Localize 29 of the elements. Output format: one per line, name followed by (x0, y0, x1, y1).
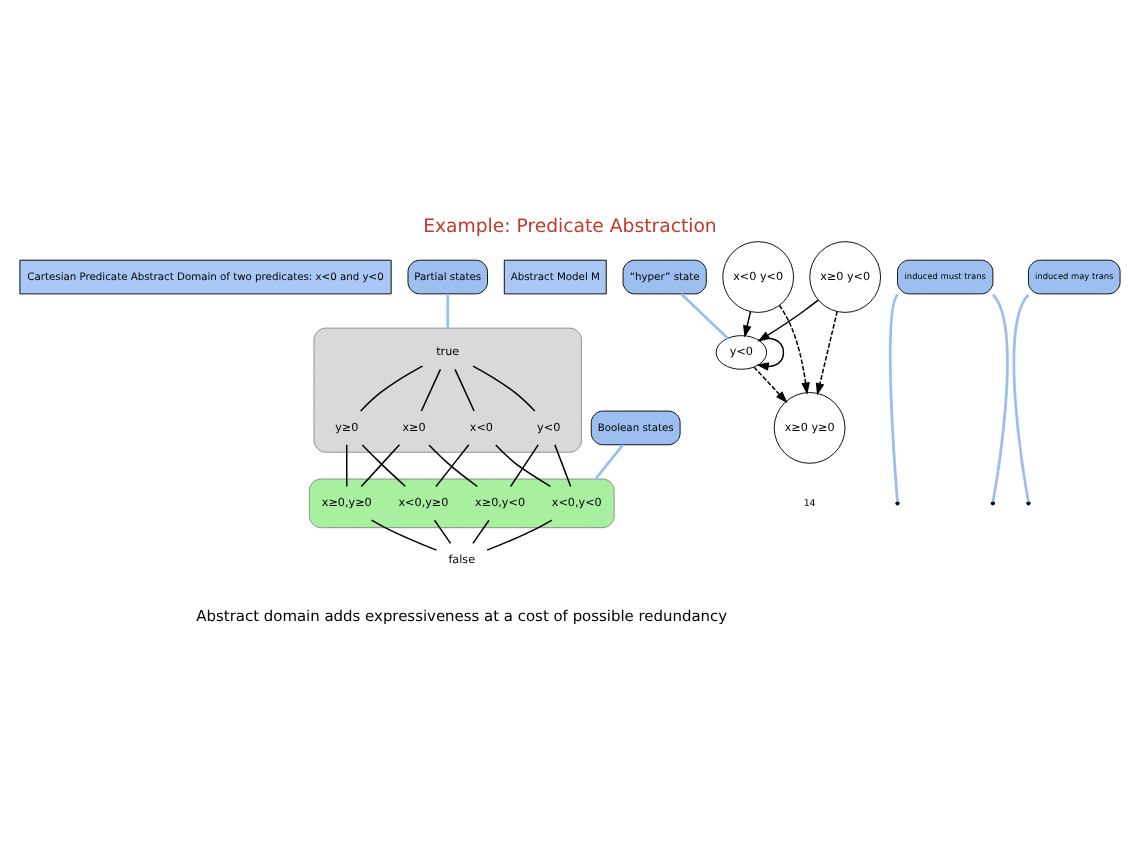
connector (346, 444, 348, 488)
connector (1012, 294, 1030, 502)
connector (888, 294, 899, 502)
arrow (815, 310, 838, 396)
connector (594, 443, 624, 480)
connector (991, 294, 1009, 502)
connector (435, 444, 470, 488)
cluster (313, 327, 582, 453)
arrow (757, 299, 819, 342)
arrow (753, 366, 788, 404)
connector (446, 293, 450, 329)
diagram-title: Example: Predicate Abstraction (423, 216, 717, 239)
connector (486, 519, 553, 551)
connector (433, 519, 452, 545)
arrow (778, 304, 810, 395)
connector (359, 365, 424, 412)
connector (428, 444, 479, 488)
connector (680, 292, 729, 340)
connector (454, 368, 475, 412)
connector (420, 368, 442, 412)
cluster (308, 478, 615, 529)
connector (472, 519, 490, 545)
connector (495, 444, 552, 488)
connector (472, 365, 536, 412)
arrow (743, 311, 752, 338)
connector (509, 444, 539, 488)
connector (554, 444, 572, 488)
arrow (756, 337, 785, 371)
connector (370, 519, 438, 551)
